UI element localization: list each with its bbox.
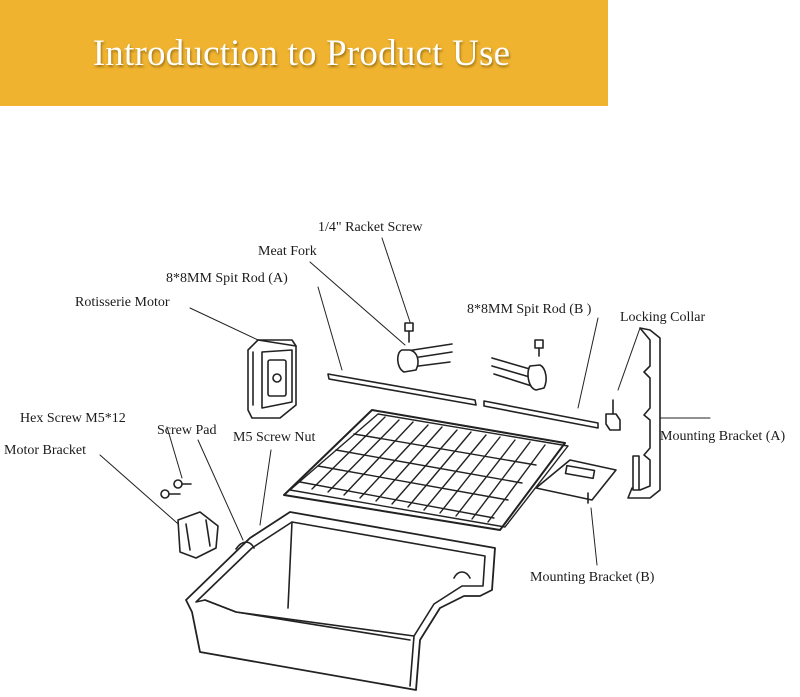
label-mounting-bracket-a: Mounting Bracket (A): [660, 429, 786, 444]
title-banner: Introduction to Product Use: [0, 0, 608, 106]
label-hex-screw: Hex Screw M5*12: [20, 411, 126, 426]
label-motor-bracket: Motor Bracket: [4, 443, 87, 458]
label-meat-fork: Meat Fork: [258, 244, 317, 259]
mounting-bracket-a: [627, 327, 661, 499]
label-screw-pad: Screw Pad: [157, 423, 217, 438]
locking-collar: [605, 399, 621, 431]
motor-bracket: [177, 511, 219, 559]
label-spit-rod-a: 8*8MM Spit Rod (A): [166, 271, 288, 286]
grill-grate: [283, 409, 569, 531]
label-rotisserie-motor: Rotisserie Motor: [75, 295, 170, 310]
page-title: Introduction to Product Use: [92, 32, 511, 74]
spit-rod-b: [483, 400, 599, 429]
meat-fork-right: [491, 357, 547, 391]
leader-lines: [99, 237, 711, 566]
label-locking-collar: Locking Collar: [620, 310, 706, 325]
rotisserie-motor: [247, 339, 297, 419]
fire-box: [185, 511, 496, 691]
spit-rod-a: [327, 373, 477, 406]
label-spit-rod-b: 8*8MM Spit Rod (B ): [467, 302, 592, 317]
racket-screw: [404, 322, 544, 357]
label-mounting-bracket-b: Mounting Bracket (B): [530, 570, 655, 585]
meat-fork-left: [396, 343, 453, 373]
hex-screws: [160, 479, 192, 499]
label-racket-screw: 1/4" Racket Screw: [318, 220, 423, 235]
mounting-bracket-b: [535, 459, 617, 504]
label-m5-screw-nut: M5 Screw Nut: [233, 430, 316, 445]
